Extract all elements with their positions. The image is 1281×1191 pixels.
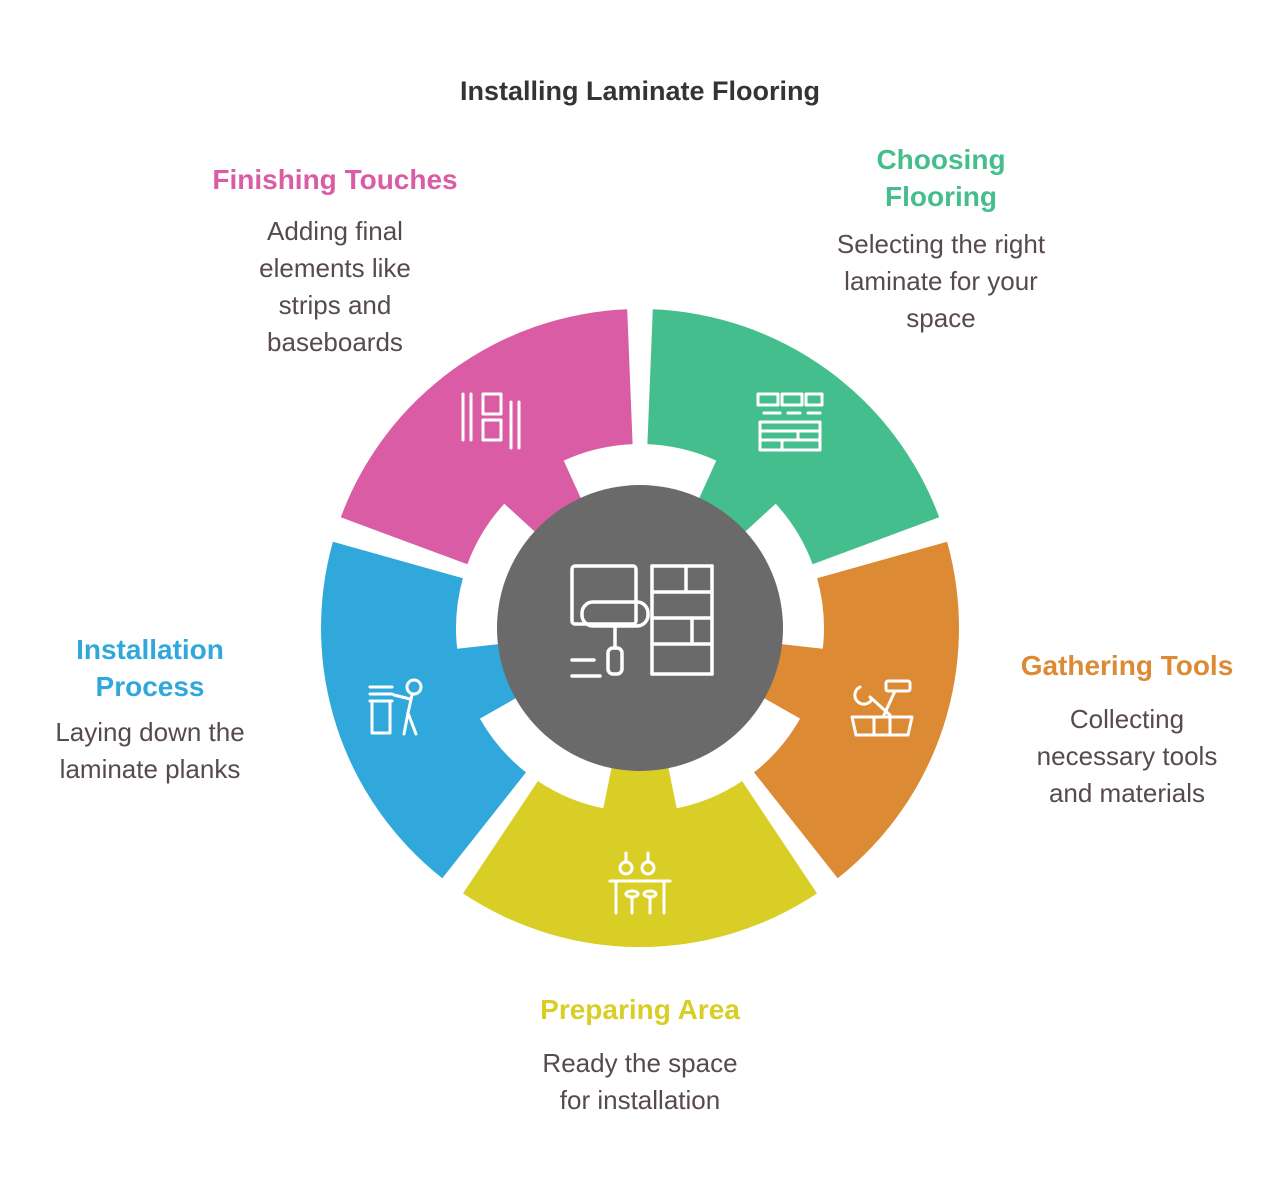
diagram-title: Installing Laminate Flooring <box>459 76 821 106</box>
wheel-icons <box>368 392 914 915</box>
step-description-preparing-area: Ready the space for installation <box>542 1047 738 1115</box>
tools-icon <box>850 679 914 737</box>
workspace-prep-icon <box>608 851 672 915</box>
step-description-choosing-flooring: Selecting the right laminate for your sp… <box>836 228 1046 333</box>
segment-installation-process <box>321 541 526 879</box>
baseboards-strips-icon <box>461 392 521 450</box>
segment-preparing-area <box>463 766 817 948</box>
step-preparing-area: Preparing Area Ready the space for insta… <box>533 992 748 1119</box>
step-gathering-tools: Gathering Tools Collecting necessary too… <box>1012 648 1242 812</box>
worker-installing-icon <box>368 678 423 736</box>
step-title-finishing-touches: Finishing Touches <box>212 164 458 195</box>
step-choosing-flooring: Choosing Flooring Selecting the right la… <box>811 142 1071 337</box>
wheel-segments <box>321 309 959 948</box>
flooring-samples-icon <box>756 392 824 452</box>
step-description-installation-process: Laying down the laminate planks <box>55 716 245 784</box>
segment-gathering-tools <box>754 541 959 879</box>
paint-roller-flooring-icon <box>570 564 714 678</box>
step-title-preparing-area: Preparing Area <box>540 994 740 1025</box>
step-title-choosing-flooring: Choosing Flooring <box>876 144 1006 212</box>
step-description-finishing-touches: Adding final elements like strips and ba… <box>259 215 411 357</box>
segment-choosing-flooring <box>647 309 940 565</box>
segment-finishing-touches <box>340 309 633 565</box>
step-finishing-touches: Finishing Touches Adding final elements … <box>205 162 465 361</box>
step-installation-process: Installation Process Laying down the lam… <box>35 632 265 788</box>
step-title-gathering-tools: Gathering Tools <box>1020 650 1234 681</box>
step-title-installation-process: Installation Process <box>76 634 224 702</box>
center-hub <box>497 485 783 771</box>
step-description-gathering-tools: Collecting necessary tools and materials <box>1036 703 1218 808</box>
